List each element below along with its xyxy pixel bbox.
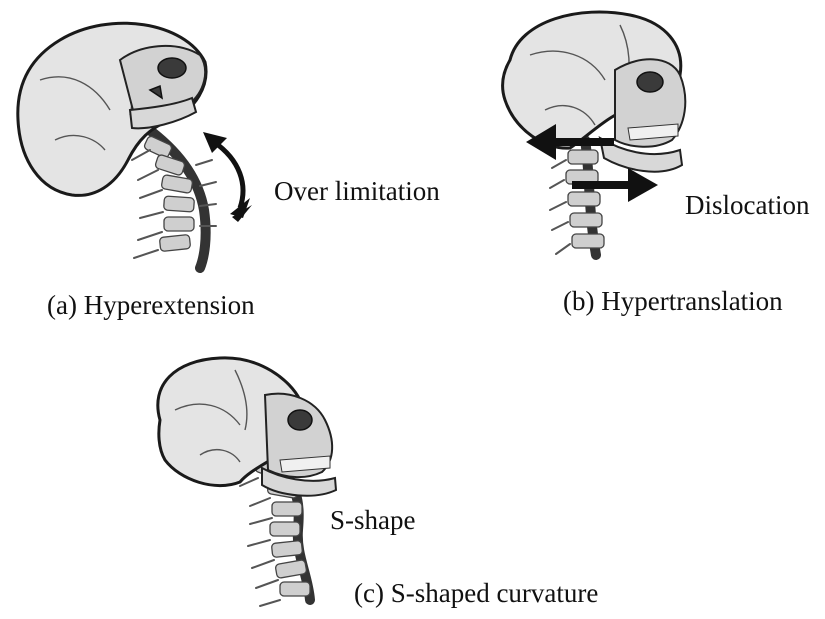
panel-b-illustration <box>503 12 686 255</box>
annotation-over-limitation: Over limitation <box>274 178 440 205</box>
caption-hyperextension: (a) Hyperextension <box>47 292 255 319</box>
panel-a-illustration <box>18 23 252 268</box>
skull-icon <box>158 358 336 496</box>
caption-s-shaped-curvature: (c) S-shaped curvature <box>354 580 598 607</box>
skull-icon <box>503 12 686 172</box>
panel-c-illustration <box>158 358 336 606</box>
cervical-spine-icon <box>132 132 216 268</box>
caption-hypertranslation: (b) Hypertranslation <box>563 288 783 315</box>
annotation-dislocation: Dislocation <box>685 192 809 219</box>
cervical-spine-icon <box>550 140 604 255</box>
annotation-s-shape: S-shape <box>330 507 415 534</box>
double-headed-arrow-icon <box>203 132 252 222</box>
